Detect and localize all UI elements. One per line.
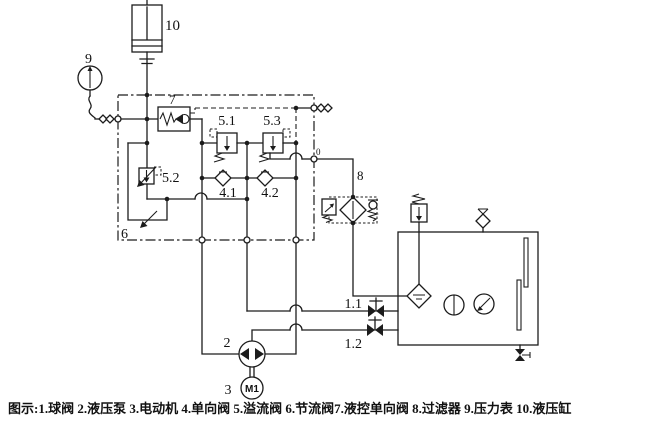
breather-symbol (475, 208, 491, 233)
thermometer-symbol (443, 294, 465, 316)
relief-valve-5-3-symbol (258, 128, 312, 163)
legend-caption: 图示:1.球阀 2.液压泵 3.电动机 4.单向阀 5.溢流阀 6.节流阀7.液… (8, 401, 571, 416)
check-4-2-label: 4.2 (261, 186, 279, 201)
tank-return-valve-symbol (410, 193, 428, 285)
motor-label: 3 (225, 383, 232, 398)
port-zero-label: 0 (316, 147, 321, 157)
ball-valve-1-2-symbol (251, 316, 399, 342)
motor-symbol (240, 376, 264, 400)
level-indicator-symbol (473, 293, 495, 315)
filter-symbol (316, 158, 408, 297)
filter-label: 8 (357, 168, 364, 183)
ball-valve-1-1-symbol (246, 297, 399, 317)
relief-5-3-label: 5.3 (263, 114, 281, 129)
check-4-1-label: 4.1 (219, 186, 237, 201)
ball-1-1-label: 1.1 (345, 297, 363, 312)
pipe-vertical-right (264, 142, 300, 355)
throttle-label: 6 (121, 227, 128, 242)
pilot-line (195, 103, 333, 142)
relief-5-2-outlet-line (146, 192, 248, 200)
left-coupling-symbol (94, 114, 159, 124)
ball-1-2-label: 1.2 (345, 337, 363, 352)
pump-label: 2 (224, 336, 231, 351)
hydraulic-cylinder-symbol (131, 0, 163, 96)
pilot-check-valve-symbol (157, 106, 203, 132)
valve7-label: 7 (169, 92, 176, 107)
throttle-valve-symbol (127, 142, 168, 228)
pipe-vertical-middle (243, 142, 251, 312)
relief-valve-5-2-symbol (137, 166, 162, 200)
relief-5-1-label: 5.1 (218, 114, 236, 129)
sight-gauge-bars (516, 237, 529, 331)
drain-valve-symbol (515, 344, 531, 361)
junction-dots (144, 92, 356, 226)
check-valve-4-1-symbol (201, 169, 258, 187)
check-valve-4-2-symbol (256, 169, 297, 187)
relief-valve-5-1-symbol (201, 128, 264, 163)
suction-strainer-symbol (406, 283, 432, 309)
gauge-label: 9 (85, 52, 92, 67)
oil-tank (397, 231, 539, 346)
pump-symbol (238, 340, 266, 378)
relief-5-2-label: 5.2 (162, 171, 180, 186)
motor-text: M1 (245, 384, 259, 395)
pressure-gauge-symbol (77, 65, 103, 119)
cylinder-label: 10 (165, 18, 180, 34)
manifold-enclosure-outline (117, 94, 315, 241)
